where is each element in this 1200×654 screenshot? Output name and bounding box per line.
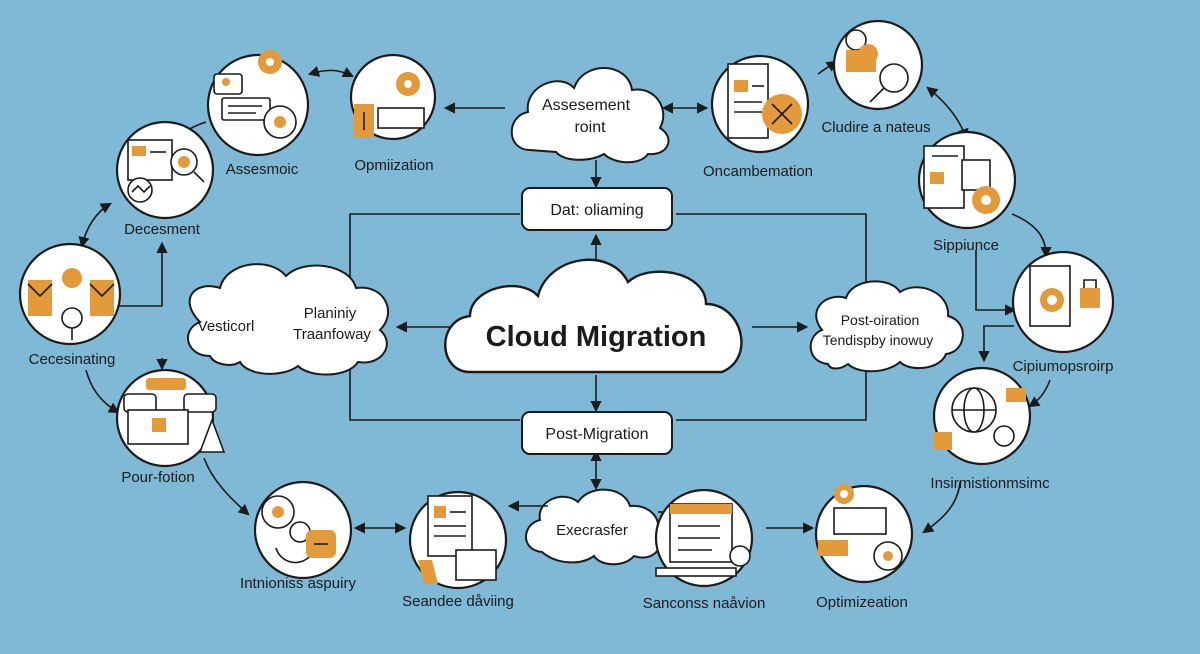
document-icon [727, 63, 769, 139]
assessment-line1: Assesement [542, 97, 631, 114]
node-oncambemation[interactable]: Oncambemation [703, 54, 813, 180]
node-cludire[interactable]: Cludire a nateus [821, 19, 931, 136]
node-assesmoic[interactable]: Assesmoic [206, 50, 310, 178]
progress-bar-icon [146, 378, 186, 390]
data-planning-label: Dat: oliaming [550, 202, 643, 219]
node-optimization-top[interactable]: Opmiization [349, 53, 437, 174]
node-label: Oncambemation [703, 163, 813, 180]
node-intnioniss[interactable]: Intnioniss aspuiry [240, 480, 356, 592]
node-sanconss[interactable]: Sanconss naåvion [643, 488, 766, 612]
right-cloud-line2: Tendispby inowuy [823, 332, 934, 348]
node-label: Decesment [124, 221, 201, 238]
gear-icon [993, 425, 1015, 447]
node-label: Intnioniss aspuiry [240, 575, 356, 592]
node-decesment[interactable]: Decesment [115, 120, 215, 238]
bottom-cloud-line1: Execrasfer [556, 522, 628, 539]
node-cipiumopsroirp[interactable]: Cipiumopsroirp [1011, 250, 1115, 375]
center-title: Cloud Migration [486, 321, 707, 353]
post-migration-label: Post-Migration [545, 426, 648, 443]
flag-icon [1006, 388, 1026, 402]
assessment-cloud: Assesement roint [510, 67, 670, 164]
gauge-icon [127, 177, 153, 203]
lock-icon [1080, 288, 1100, 308]
bookmark-icon [418, 560, 438, 584]
node-pourfotion[interactable]: Pour-fotion [115, 368, 226, 486]
node-seandee[interactable]: Seandee dåviing [402, 490, 514, 610]
node-label: Optimizeation [816, 594, 908, 611]
node-label: Sippiunce [933, 237, 999, 254]
envelope-icon [28, 280, 52, 316]
post-migration-box[interactable]: Post-Migration [521, 411, 673, 455]
node-insirmistions[interactable]: Insirmistionmsimc [930, 366, 1050, 492]
node-label: Sanconss naåvion [643, 595, 766, 612]
box-icon [934, 432, 952, 450]
media-controls-icon [818, 540, 848, 556]
node-label: Pour-fotion [121, 469, 194, 486]
right-cloud: Post-oiration Tendispby inowuy [809, 280, 964, 373]
left-cloud: Vesticorl Planiniy Traanfoway [187, 263, 390, 376]
left-cloud-line2: Planiniy [304, 305, 357, 322]
right-cloud-line1: Post-oiration [841, 312, 920, 328]
node-optimization-bottom[interactable]: Optimizeation [814, 484, 914, 611]
node-cecesinating[interactable]: Cecesinating [18, 242, 122, 368]
connectors [78, 60, 1052, 534]
left-cloud-line1: Vesticorl [198, 318, 255, 335]
node-label: Opmiization [354, 157, 433, 174]
label-tag-icon [455, 549, 497, 581]
bottom-cloud: Execrasfer [525, 488, 661, 566]
node-label: Cludire a nateus [821, 119, 930, 136]
monitor-icon [127, 409, 189, 445]
node-label: Cipiumopsroirp [1013, 358, 1114, 375]
left-cloud-line3: Traanfoway [293, 326, 371, 343]
magnifier-icon [879, 63, 909, 93]
lightbulb-icon [62, 268, 82, 288]
node-label: Seandee dåviing [402, 593, 514, 610]
node-label: Insirmistionmsimc [930, 475, 1050, 492]
data-planning-box[interactable]: Dat: oliaming [521, 187, 673, 231]
assessment-line2: roint [574, 119, 606, 136]
cone-icon [198, 417, 226, 453]
user-avatar-icon [729, 545, 751, 567]
node-label: Assesmoic [226, 161, 299, 178]
central-cloud: Cloud Migration [444, 258, 743, 374]
key-icon [61, 307, 83, 329]
node-label: Cecesinating [29, 351, 116, 368]
node-sippiunce[interactable]: Sippiunce [917, 130, 1017, 254]
